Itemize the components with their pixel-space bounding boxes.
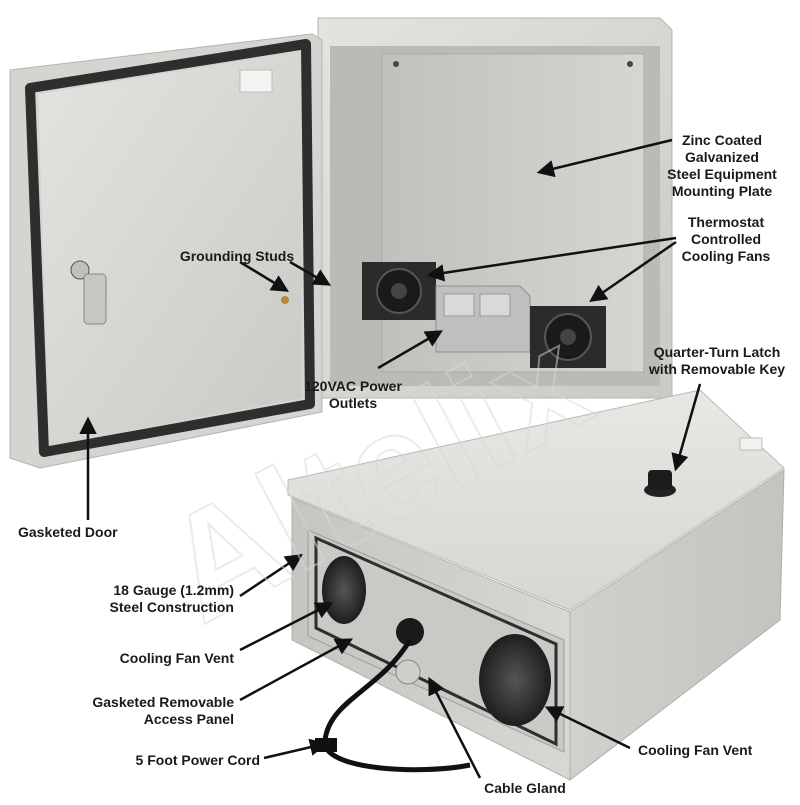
door-latch <box>70 260 107 325</box>
callout-arrows <box>79 138 702 779</box>
callout-access-panel: Gasketed Removable Access Panel <box>92 694 234 727</box>
callout-steel-construction: 18 Gauge (1.2mm) Steel Construction <box>109 582 234 615</box>
cooling-fan-vent-right <box>479 634 551 726</box>
callout-mounting-plate: Zinc Coated Galvanized Steel Equipment M… <box>667 132 777 199</box>
callout-cable-gland: Cable Gland <box>484 780 566 796</box>
quarter-turn-latch-key <box>644 470 676 497</box>
open-door <box>9 33 323 469</box>
callout-cooling-fans: Thermostat Controlled Cooling Fans <box>681 214 771 264</box>
enclosure-side <box>569 469 785 782</box>
callout-power-cord: 5 Foot Power Cord <box>135 752 260 768</box>
callout-grounding-studs: Grounding Studs <box>179 248 295 264</box>
access-panel-gasket <box>314 535 558 747</box>
grounding-stud <box>281 296 289 304</box>
callout-power-outlets: 120VAC Power Outlets <box>304 378 402 411</box>
left-cooling-fan <box>362 262 436 320</box>
callout-fan-vent-right: Cooling Fan Vent <box>638 742 753 758</box>
closed-enclosure <box>287 389 785 782</box>
callout-latch: Quarter-Turn Latch with Removable Key <box>648 344 786 377</box>
door-gasket <box>25 39 315 457</box>
door-label-plate <box>239 69 273 93</box>
cable-gland <box>395 618 424 685</box>
power-outlet-box <box>435 285 531 353</box>
callout-gasketed-door: Gasketed Door <box>18 524 118 540</box>
callout-fan-vent-left: Cooling Fan Vent <box>119 650 234 666</box>
right-cooling-fan <box>530 306 606 368</box>
enclosure-lid <box>287 389 785 611</box>
open-enclosure <box>314 17 673 399</box>
